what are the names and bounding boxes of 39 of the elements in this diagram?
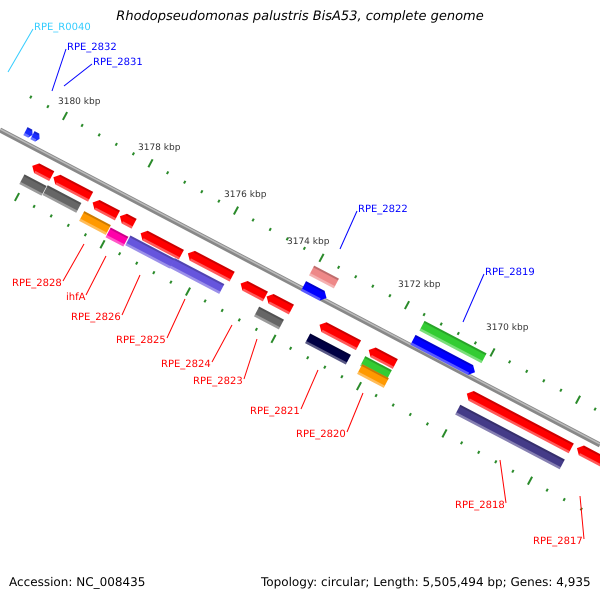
accession-text: Accession: NC_008435 [9, 576, 146, 588]
scale-label: 3180 kbp [58, 98, 100, 107]
gene-label: RPE_2828 [12, 279, 62, 289]
gene-label: RPE_2832 [67, 43, 117, 53]
scale-label: 3176 kbp [224, 191, 266, 200]
gene-label: RPE_2817 [533, 537, 583, 547]
gene-label: RPE_2824 [161, 360, 211, 370]
leader-line [52, 48, 66, 92]
gene-label: RPE_2825 [116, 336, 166, 346]
gene-label: RPE_2818 [455, 501, 505, 511]
scale-label: 3170 kbp [486, 324, 528, 333]
leader-line [212, 324, 232, 362]
gene-label: RPE_2822 [358, 205, 408, 215]
leader-line [340, 210, 358, 250]
leader-line [244, 338, 258, 380]
genome-stats-text: Topology: circular; Length: 5,505,494 bp; Genes: 4,935 [261, 576, 591, 588]
gene-label: RPE_2826 [71, 313, 121, 323]
gene-label: ihfA [66, 293, 86, 303]
scale-label: 3172 kbp [398, 281, 440, 290]
leader-line [500, 460, 506, 504]
leader-line [62, 244, 84, 282]
leader-line [300, 370, 318, 410]
gene-label: RPE_2821 [250, 407, 300, 417]
scale-label: 3174 kbp [287, 238, 330, 247]
title: Rhodopseudomonas palustris BisA53, complete genome [115, 10, 485, 23]
gene-label: RPE_R0040 [34, 23, 91, 33]
scale-label: 3178 kbp [138, 144, 180, 153]
leader-line [580, 496, 584, 540]
gene-label: RPE_2823 [193, 377, 243, 387]
leader-line [64, 64, 92, 86]
leader-line [122, 274, 140, 316]
gene-label: RPE_2819 [485, 268, 535, 278]
leader-line [166, 298, 186, 338]
leader-line [462, 274, 484, 322]
leader-line [86, 256, 106, 296]
leader-line [8, 28, 34, 72]
gene-label: RPE_2820 [296, 430, 346, 440]
gene-label: RPE_2831 [93, 58, 143, 68]
leader-line [346, 392, 364, 432]
